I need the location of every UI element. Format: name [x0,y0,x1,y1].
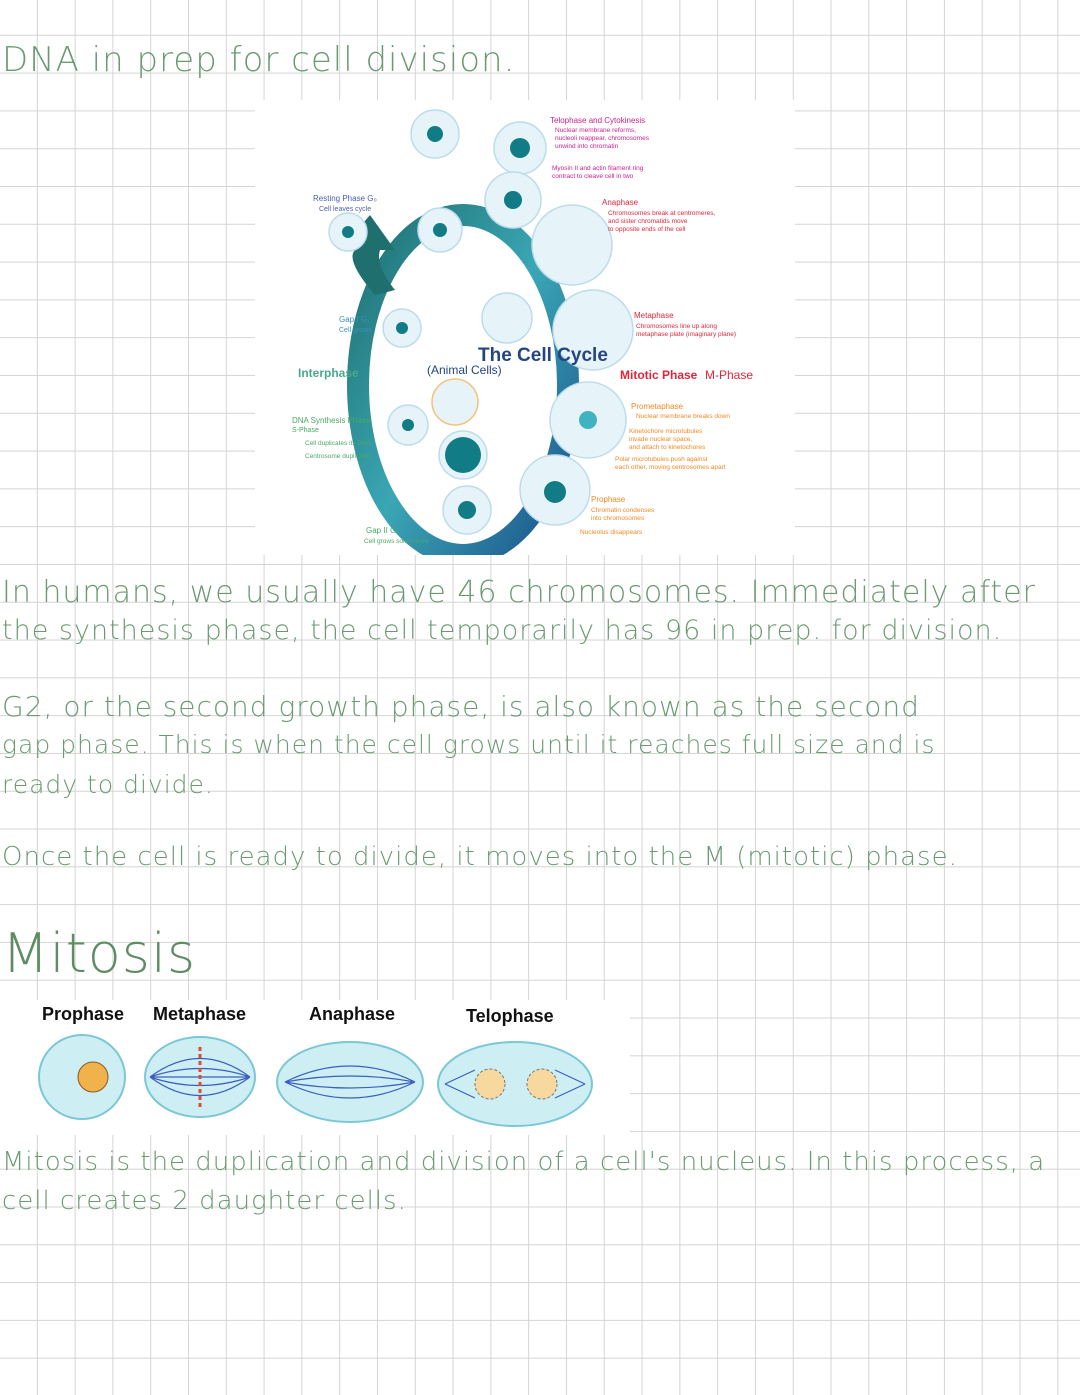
diagram-shape [458,501,476,519]
diagram-shape [396,322,408,334]
diagram-label: Nuclear membrane reforms, [555,127,636,134]
label-gap2-sub: Cell grows some more [364,538,429,545]
diagram-shape: Nuclear membrane breaks downKinetochore … [615,413,730,471]
note-line: DNA in prep for cell division. [2,40,516,80]
diagram-shape [433,223,447,237]
diagram-label: nucleoli reappear, chromosomes [555,135,650,142]
diagram-label: Polar microtubules push against [615,456,708,463]
diagram-shape: Chromosomes break at centromeres,and sis… [608,210,715,233]
paragraph-chromosomes-2: the synthesis phase, the cell temporaril… [2,615,1003,646]
diagram-shape [342,226,354,238]
paragraph-g2-3: ready to divide. [2,770,214,799]
diagram-shape [510,138,530,158]
diagram-shape [474,1068,506,1100]
paragraph-m-phase: Once the cell is ready to divide, it mov… [2,842,958,872]
mitosis-stages-diagram: Prophase Metaphase Anaphase Telophase [0,1000,630,1135]
diagram-shape [504,191,522,209]
diagram-shape [481,292,533,344]
diagram-shape [431,378,479,426]
stage-label-anaphase: Anaphase [309,1004,396,1024]
diagram-shape [531,204,613,286]
diagram-shape [445,437,481,473]
diagram-shape [342,126,597,519]
label-s-sub: S-Phase [292,427,319,434]
diagram-label: to opposite ends of the cell [608,226,686,233]
diagram-label: and sister chromatids move [608,218,688,225]
diagram-label: Myosin II and actin filament ring [552,165,644,172]
diagram-label: into chromosomes [591,515,645,522]
diagram-label: Kinetochore microtubules [629,428,703,435]
label-metaphase: Metaphase [634,311,674,320]
paragraph-mitosis-1: Mitosis is the duplication and division … [2,1147,1046,1177]
diagram-shape [284,1065,416,1099]
label-gap1: Gap I G₁ [339,315,370,324]
diagram-shape [526,1068,558,1100]
cell-anaphase [276,1041,424,1123]
diagram-label: invade nuclear space, [629,436,692,443]
paragraph-g2-2: gap phase. This is when the cell grows u… [2,730,936,759]
diagram-label: Chromatin condenses [591,507,655,514]
diagram-shape [544,481,566,503]
label-gap1-sub: Cell grows [339,327,372,334]
diagram-label: each other, moving centrosomes apart [615,464,726,471]
diagram-label: Chromosomes break at centromeres, [608,210,715,217]
diagram-label: unwind into chromatin [555,143,619,150]
label-gap2: Gap II G₂ [366,526,399,535]
diagram-shape [402,419,414,431]
label-interphase: Interphase [298,366,359,380]
diagram-subtitle: (Animal Cells) [427,363,502,377]
cell-cycle-diagram: The Cell Cycle (Animal Cells) Interphase… [255,100,795,566]
stage-label-prophase: Prophase [42,1004,125,1024]
stage-label-metaphase: Metaphase [153,1004,247,1024]
label-resting-sub: Cell leaves cycle [319,206,371,213]
paragraph-g2-1: G2, or the second growth phase, is also … [2,690,920,723]
label-telophase: Telophase and Cytokinesis [550,116,645,125]
label-prometaphase: Prometaphase [631,402,684,411]
diagram-shape [444,1069,586,1099]
label-mitotic: Mitotic Phase [620,368,698,382]
diagram-label: contract to cleave cell in two [552,173,634,180]
label-anaphase: Anaphase [602,198,639,207]
diagram-shape [38,1034,593,1127]
diagram-label: Nuclear membrane breaks down [636,413,730,420]
diagram-shape [579,411,597,429]
diagram-label: Nucleolus disappears [580,529,643,536]
label-mphase: M-Phase [705,368,753,382]
paragraph-mitosis-2: cell creates 2 daughter cells. [2,1186,407,1216]
label-s-note1: Cell duplicates its DNA [305,440,372,447]
diagram-label: Chromosomes line up along [636,323,717,330]
label-resting: Resting Phase G₀ [313,194,377,203]
diagram-shape [427,126,443,142]
label-s-phase: DNA Synthesis Phase [292,416,371,425]
paragraph-chromosomes-1: In humans, we usually have 46 chromosome… [2,575,1036,610]
heading-mitosis: Mitosis [2,922,197,985]
cell-telophase [437,1041,593,1127]
label-prophase: Prophase [591,495,626,504]
diagram-shape [552,289,634,371]
diagram-label: metaphase plate (imaginary plane) [636,331,736,338]
diagram-shape [77,1061,109,1093]
stage-label-telophase: Telophase [466,1006,554,1026]
diagram-label: and attach to kinetochores [629,444,706,451]
diagram-shape: Nuclear membrane reforms,nucleoli reappe… [552,127,650,180]
diagram-title: The Cell Cycle [478,345,608,366]
label-s-note2: Centrosome duplicates [305,453,372,460]
